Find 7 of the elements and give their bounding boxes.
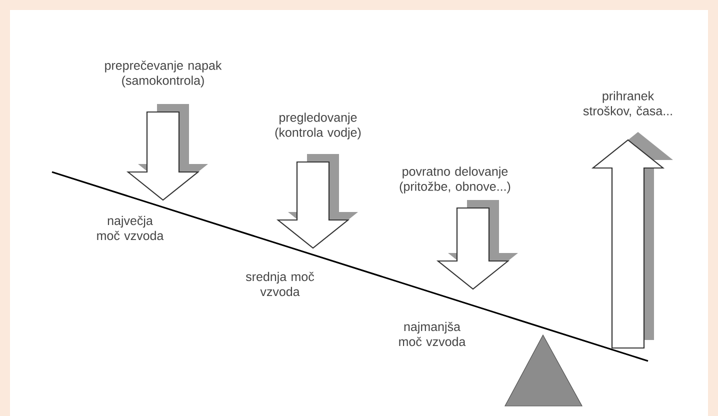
- label: največja moč vzvoda: [97, 216, 164, 240]
- label: preprečevanje napak (samokontrola): [105, 60, 222, 88]
- label: povratno delovanje (pritožbe, obnove...): [400, 166, 510, 194]
- label: pregledovanje (kontrola vodje): [275, 112, 361, 140]
- label: prihranek stroškov, časa...: [583, 91, 672, 117]
- label: srednja moč vzvoda: [246, 272, 314, 296]
- label: najmanjša moč vzvoda: [399, 322, 466, 346]
